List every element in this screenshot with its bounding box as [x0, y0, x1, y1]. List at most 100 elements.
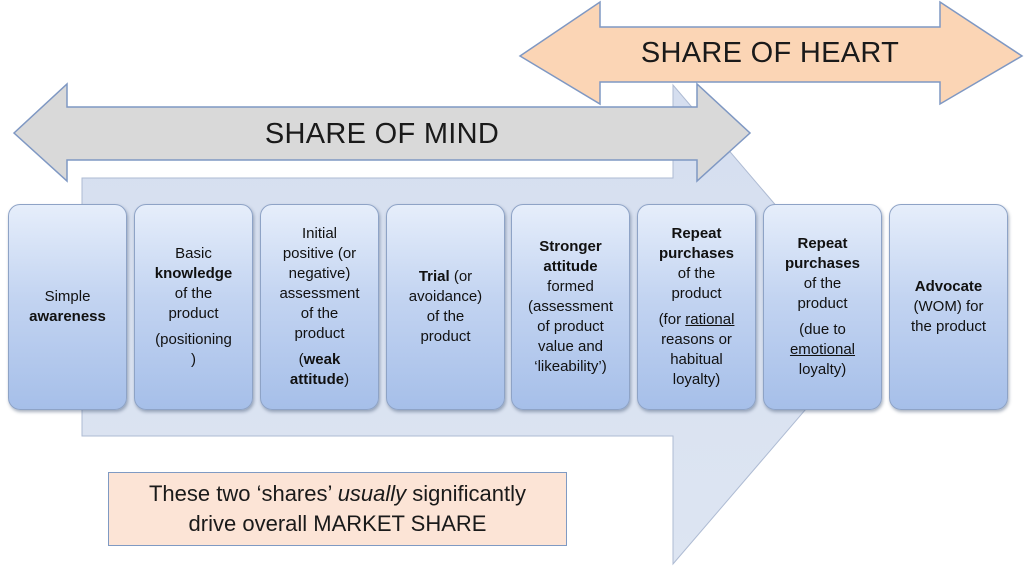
stage-text-segment: Advocate	[914, 278, 983, 295]
stage-text-segment: Repeat	[797, 235, 848, 252]
note-emphasis: usually	[337, 481, 407, 506]
stage-repeat-rational: Repeat purchases of the product (for rationa…	[637, 204, 756, 410]
stage-text-segment: Stronger	[539, 238, 602, 255]
stage-text-segment: loyalty)	[798, 361, 847, 378]
stage-text-line: (assessment	[528, 297, 613, 317]
stage-text-line: loyalty)	[673, 370, 721, 390]
stage-text-segment: awareness	[29, 308, 106, 325]
stage-text-line: loyalty)	[799, 360, 847, 380]
stage-text-line: Trial (or	[419, 267, 472, 287]
stage-text-segment: avoidance)	[408, 288, 483, 305]
stage-text-line: (WOM) for	[914, 297, 984, 317]
stage-text-segment: purchases	[784, 255, 861, 272]
stage-text-segment: purchases	[658, 245, 735, 262]
market-share-note: These two ‘shares’ usually significantly…	[108, 472, 567, 546]
note-line-1-start: These two ‘shares’	[148, 481, 338, 506]
stage-text-segment: (for	[658, 311, 686, 328]
stage-text-line: Advocate	[915, 277, 983, 297]
stage-text-line: (positioning	[155, 330, 232, 350]
stage-text-line: product	[671, 284, 721, 304]
stage-text-line: negative)	[289, 264, 351, 284]
stage-text-line: avoidance)	[409, 287, 482, 307]
stage-text-line: knowledge	[155, 264, 233, 284]
stage-text-line: product	[294, 324, 344, 344]
stage-text-segment: ‘likeability’)	[534, 358, 607, 375]
stage-awareness: Simple awareness	[8, 204, 127, 410]
stage-text-line: Simple	[45, 287, 91, 307]
stage-text-segment: formed	[547, 278, 594, 295]
stage-text-segment: product	[797, 295, 848, 312]
stage-text-line: positive (or	[283, 244, 356, 264]
stage-text-segment: product	[671, 285, 722, 302]
stage-text-line: emotional	[790, 340, 855, 360]
note-line-1-end: significantly	[406, 481, 527, 506]
stage-text-segment: value and	[537, 338, 604, 355]
stage-text-segment: weak	[303, 351, 341, 368]
stage-text-line: product	[420, 327, 470, 347]
stage-text-segment: assessment	[279, 285, 360, 302]
stage-text-segment: (	[298, 351, 304, 368]
stage-text-segment: Basic	[175, 245, 212, 262]
stage-text-line: habitual	[670, 350, 723, 370]
stage-text-line: Repeat	[797, 234, 847, 254]
stage-text-segment: (assessment	[527, 298, 614, 315]
stage-text-segment: attitude	[289, 371, 345, 388]
stage-text-line: formed	[547, 277, 594, 297]
stage-text-segment: product	[168, 305, 219, 322]
stage-text-line: Repeat	[671, 224, 721, 244]
stage-text-segment: rational	[685, 311, 735, 328]
stage-assessment: Initial positive (or negative) assessment of…	[260, 204, 379, 410]
stage-text-segment: of the	[300, 305, 339, 322]
stage-text-segment: Repeat	[671, 225, 722, 242]
stage-text-line: of the	[678, 264, 716, 284]
stage-text-segment: of the	[677, 265, 716, 282]
stage-text-line: reasons or	[661, 330, 732, 350]
share-of-mind-label: SHARE OF MIND	[264, 118, 500, 150]
stage-text-segment: (WOM) for	[913, 298, 984, 315]
stage-text-segment: product	[420, 328, 471, 345]
stage-text-line: Basic	[175, 244, 212, 264]
stage-text-line: awareness	[29, 307, 106, 327]
stage-text-segment: loyalty)	[672, 371, 721, 388]
stage-text-line: product	[168, 304, 218, 324]
stage-text-line: (weak	[299, 350, 341, 370]
stage-text-segment: positive (or	[282, 245, 357, 262]
stage-text-segment: negative)	[288, 265, 351, 282]
stage-text-segment: the product	[910, 318, 987, 335]
stage-text-segment: of the	[426, 308, 465, 325]
stage-text-segment: of the	[174, 285, 213, 302]
stage-text-line: (due to	[799, 320, 846, 340]
stage-text-segment: reasons or	[661, 331, 732, 348]
stage-text-line: assessment	[279, 284, 359, 304]
stage-text-segment: Trial	[418, 268, 450, 285]
stage-text-line: of product	[537, 317, 604, 337]
stage-text-segment: product	[294, 325, 345, 342]
stage-text-segment: (positioning	[155, 331, 232, 348]
share-of-heart-label: SHARE OF HEART	[640, 37, 900, 69]
stage-text-segment: habitual	[670, 351, 723, 368]
note-line-1: These two ‘shares’ usually significantly	[149, 479, 526, 509]
stage-text-line: of the	[804, 274, 842, 294]
stage-text-line: of the	[301, 304, 339, 324]
stage-text-segment: (due to	[799, 321, 846, 338]
stage-text-line: purchases	[659, 244, 734, 264]
stage-text-segment: Initial	[301, 225, 338, 242]
stage-text-segment: Simple	[44, 288, 91, 305]
stage-text-line: )	[191, 350, 196, 370]
stage-text-line: of the	[175, 284, 213, 304]
stage-text-line: attitude)	[290, 370, 349, 390]
stage-text-line: (for rational	[659, 310, 735, 330]
stage-text-segment: emotional	[789, 341, 856, 358]
stage-text-line: attitude	[543, 257, 597, 277]
stage-text-line: of the	[427, 307, 465, 327]
stage-text-line: Initial	[302, 224, 337, 244]
note-line-2: drive overall MARKET SHARE	[188, 511, 487, 536]
share-of-heart-arrow	[518, 0, 1024, 106]
stage-text-segment: )	[344, 371, 350, 388]
stage-text-line: ‘likeability’)	[534, 357, 607, 377]
stage-text-line: Stronger	[539, 237, 602, 257]
